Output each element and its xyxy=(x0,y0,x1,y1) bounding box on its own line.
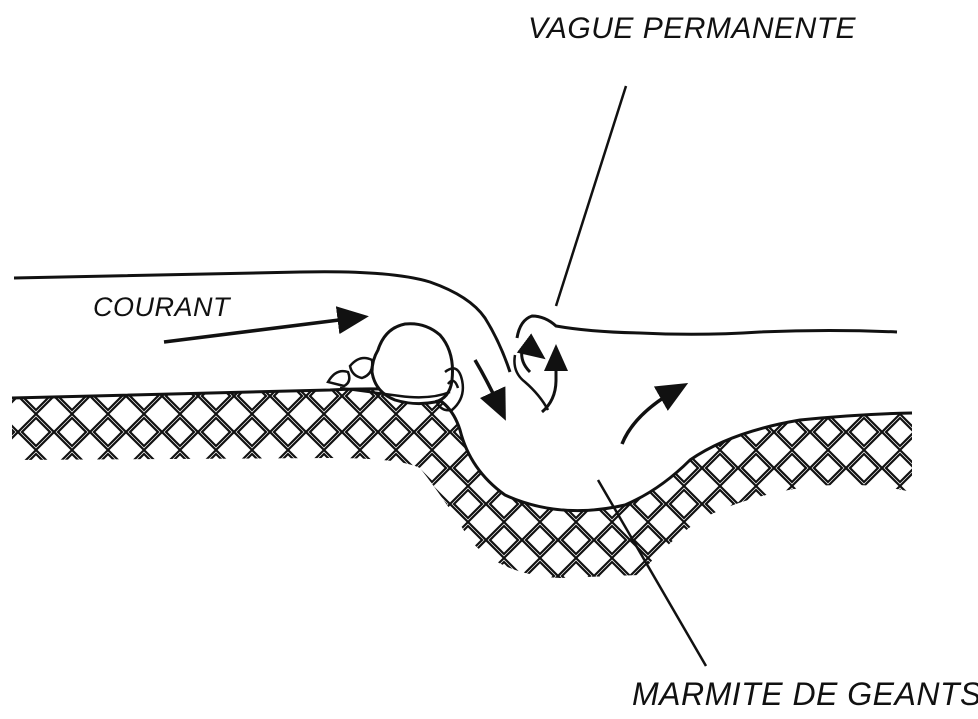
courant-label: COURANT xyxy=(93,292,230,323)
eddy-loop xyxy=(514,355,548,410)
vague-leader-line xyxy=(556,86,626,306)
marmite-de-geants-label: MARMITE DE GEANTS xyxy=(632,676,978,713)
upwelling-arrow xyxy=(622,390,676,444)
plunge-arrow xyxy=(475,360,500,408)
boulder xyxy=(372,324,453,404)
vague-permanente-label: VAGUE PERMANENTE xyxy=(528,12,856,46)
eddy-arrow-left xyxy=(522,348,536,372)
bedrock xyxy=(12,389,912,578)
standing-wave xyxy=(517,316,897,338)
